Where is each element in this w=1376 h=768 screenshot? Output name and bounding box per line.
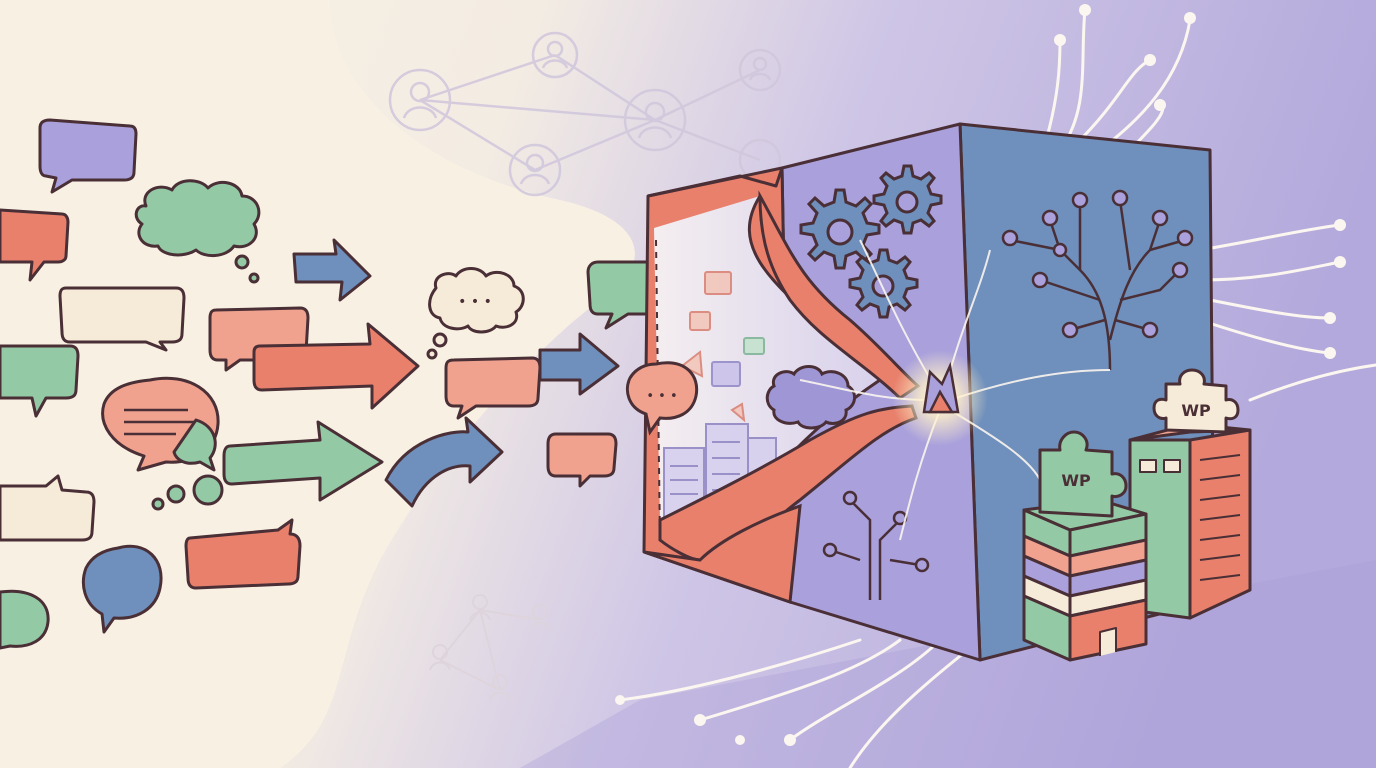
thought-bubble-dots: • • •	[458, 294, 492, 310]
speech-bubble-icon	[81, 544, 163, 634]
arrow-icon	[384, 416, 504, 508]
building-icon	[1022, 422, 1252, 662]
speech-bubble-icon	[546, 432, 618, 488]
coral-ribbon-base	[643, 503, 802, 605]
arrow-icon	[292, 238, 372, 302]
puzzle-piece-top-label: WP	[1181, 401, 1211, 420]
interior-items	[680, 271, 765, 423]
arrow-icon	[538, 332, 620, 396]
circuit-tree-icon	[1009, 199, 1186, 371]
gear-icon	[799, 188, 881, 270]
circuit-nodes	[615, 4, 1346, 746]
thought-bubble-icon	[765, 365, 856, 430]
gear-icon	[848, 248, 919, 319]
speech-bubble-dots: • • •	[646, 389, 677, 404]
thought-bubble-icon	[151, 474, 224, 511]
puzzle-piece-icon: WP	[1152, 368, 1240, 434]
speech-bubble-icon	[0, 344, 80, 418]
gear-icon	[872, 164, 943, 235]
speech-bubble-icon	[58, 286, 186, 352]
speech-bubble-icon: • • •	[625, 361, 699, 436]
puzzle-piece-front-label: WP	[1061, 471, 1091, 490]
speech-bubble-icon	[172, 418, 217, 472]
puzzle-piece-icon: WP	[1038, 430, 1128, 518]
user-network-icon	[388, 31, 782, 197]
chat-stream: • • •	[0, 118, 676, 650]
speech-bubble-icon	[0, 589, 50, 650]
arrow-icon	[252, 322, 420, 410]
circuit-tree-nodes	[1001, 189, 1194, 339]
speech-bubble-icon	[38, 118, 138, 194]
circuit-tree-nodes	[822, 490, 930, 573]
thought-bubble-icon	[134, 179, 261, 284]
speech-bubble-icon	[184, 518, 302, 590]
flame-logo-icon	[922, 361, 960, 414]
speech-bubble-icon	[0, 208, 70, 282]
thought-bubble-icon: • • •	[426, 267, 525, 360]
user-network-icon	[429, 594, 551, 701]
arrow-icon	[222, 420, 384, 502]
speech-bubble-icon	[0, 474, 96, 542]
